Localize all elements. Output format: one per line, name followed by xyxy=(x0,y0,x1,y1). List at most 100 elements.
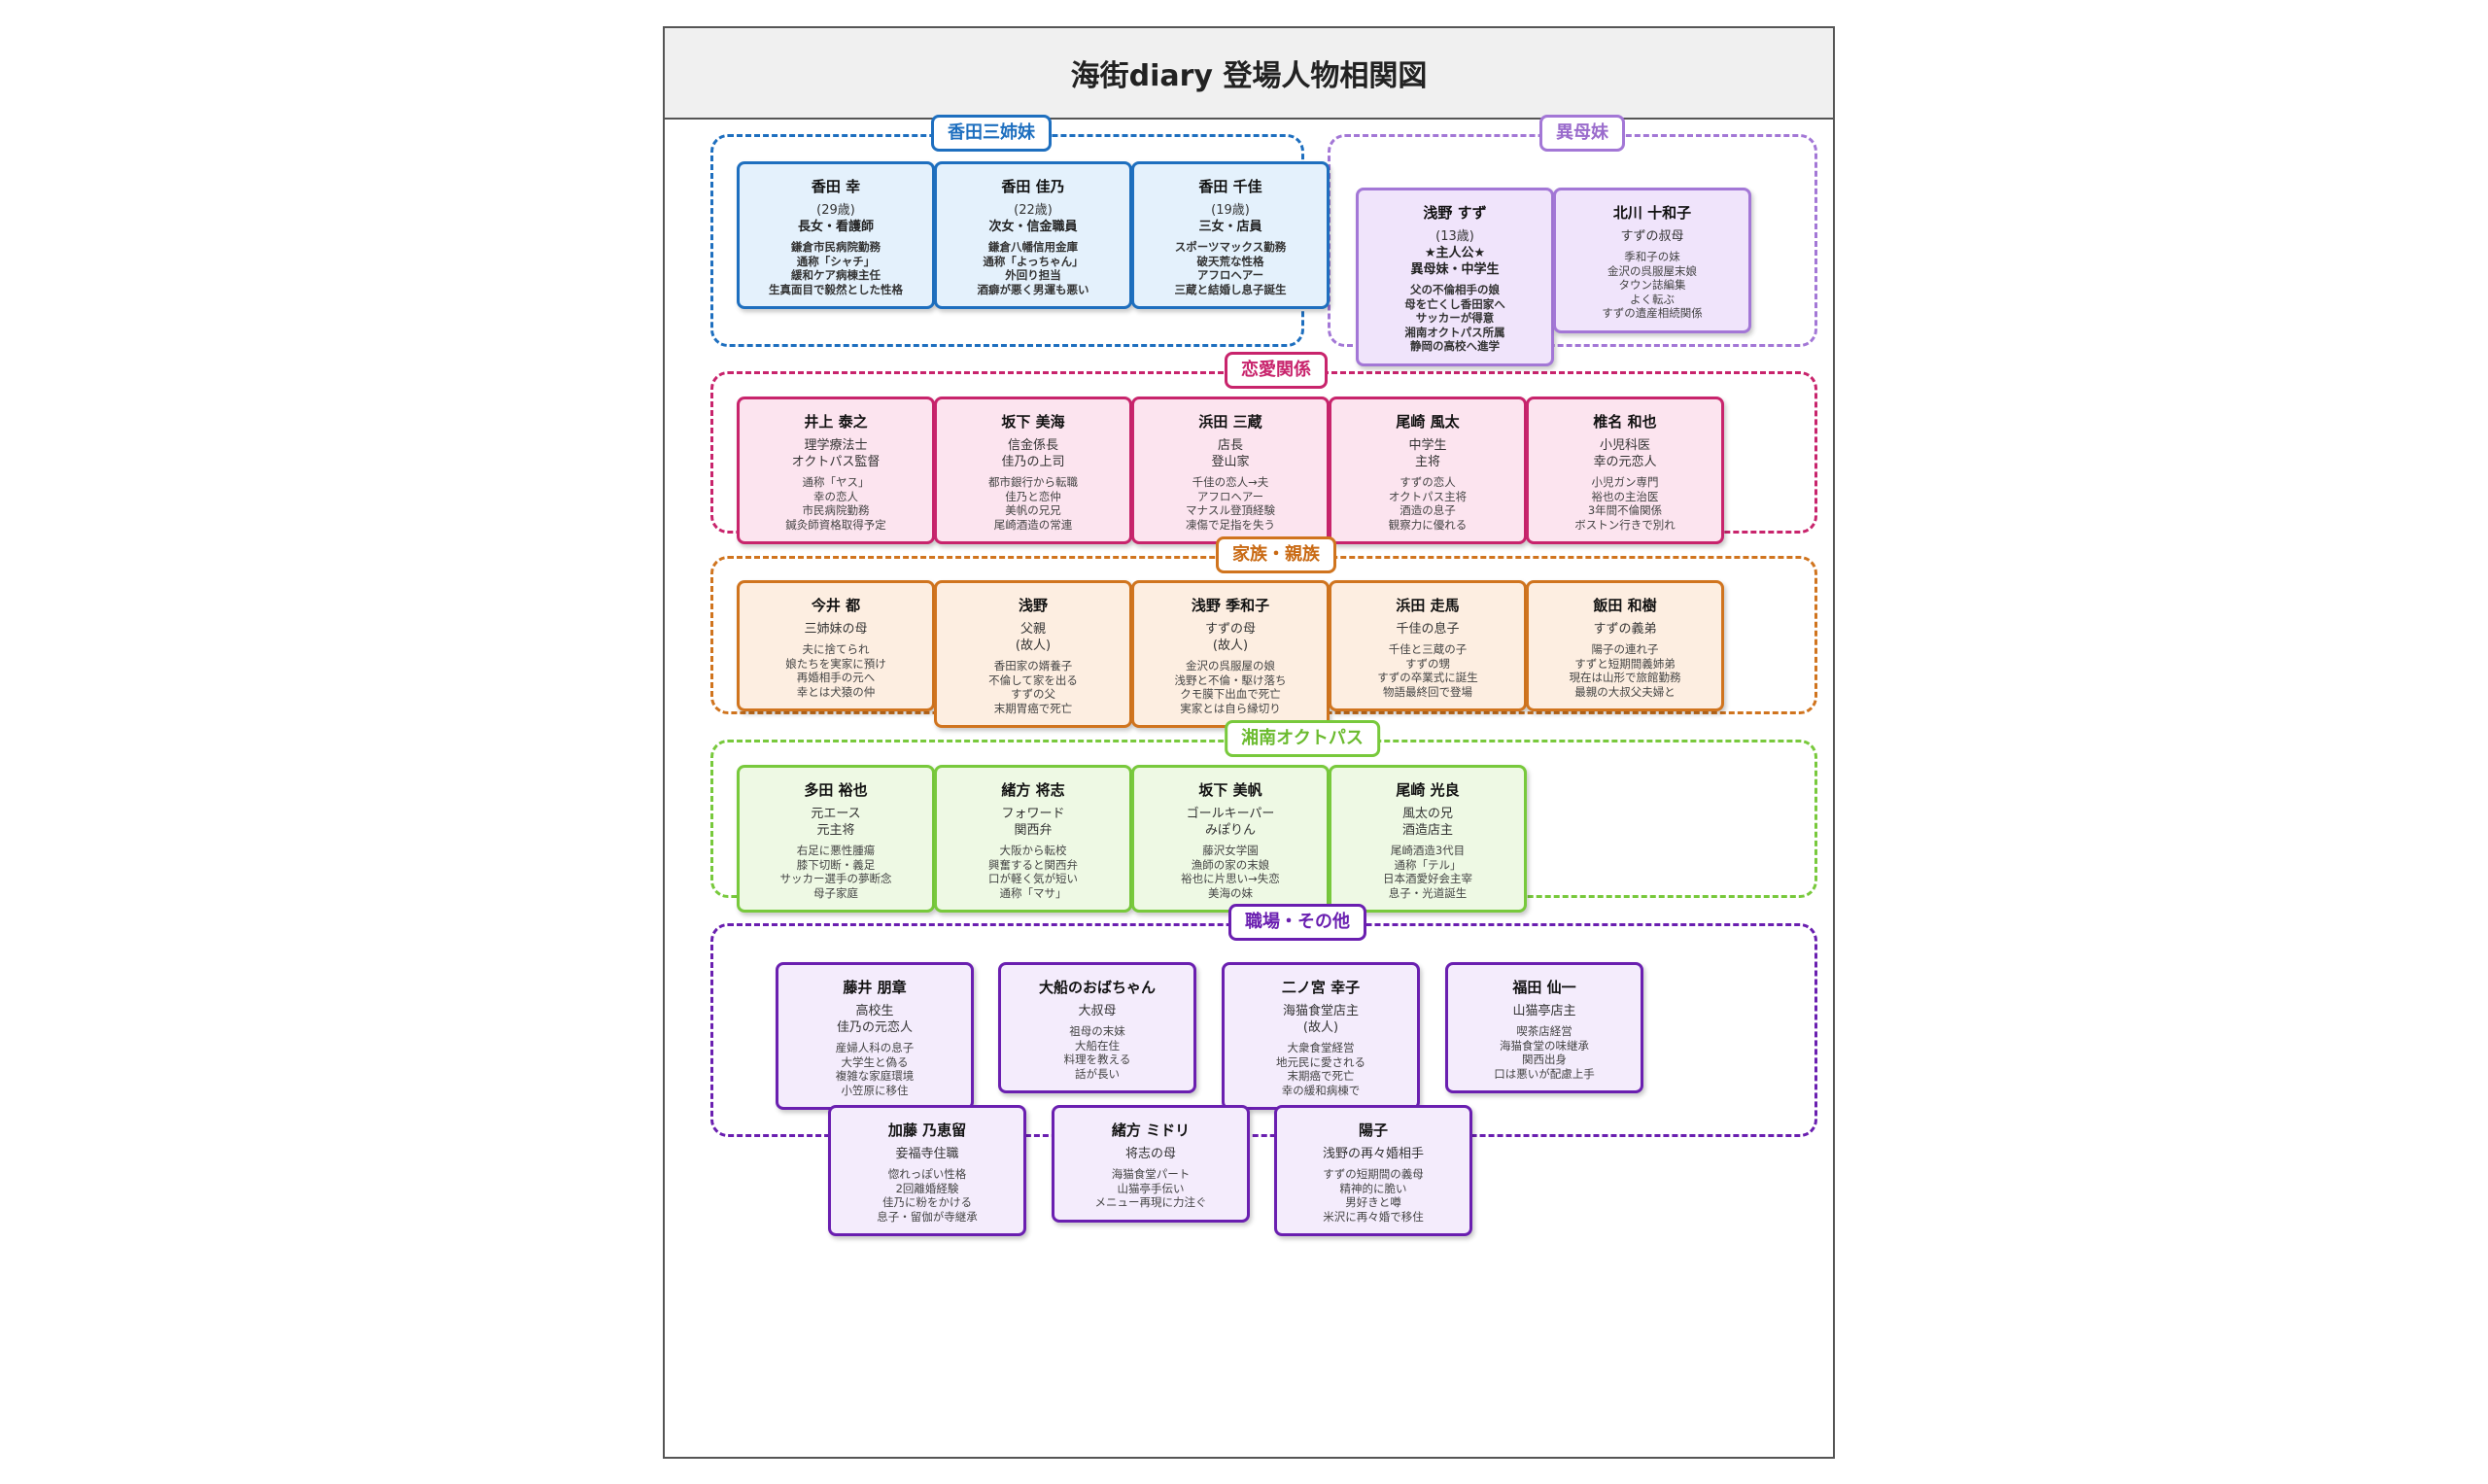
character-card[interactable]: 藤井 朋章高校生佳乃の元恋人産婦人科の息子大学生と偽る複雑な家庭環境小笠原に移住 xyxy=(776,962,974,1110)
detail-line: スポーツマックス勤務 xyxy=(1174,240,1287,254)
character-card[interactable]: 緒方 将志フォワード関西弁大阪から転校興奮すると関西弁口が軽く気が短い通称「マサ… xyxy=(934,765,1132,913)
detail-line: 父の不倫相手の娘 xyxy=(1410,283,1500,296)
character-name: 坂下 美海 xyxy=(1001,413,1065,431)
detail-line: 都市銀行から転職 xyxy=(988,475,1078,489)
detail-line: 物語最終回で登場 xyxy=(1383,684,1472,699)
character-card[interactable]: 浜田 走馬千佳の息子千佳と三蔵の子すずの甥すずの卒業式に誕生物語最終回で登場 xyxy=(1329,580,1527,711)
character-role: 店長 xyxy=(1217,438,1243,453)
character-name: 香田 佳乃 xyxy=(1001,178,1065,195)
detail-line: マナスル登頂経験 xyxy=(1186,503,1275,517)
character-card[interactable]: 陽子浅野の再々婚相手すずの短期間の義母精神的に脆い男好きと噂米沢に再々婚で移住 xyxy=(1274,1105,1472,1236)
detail-line: 三蔵と結婚し息子誕生 xyxy=(1174,282,1287,296)
character-card[interactable]: 井上 泰之理学療法士オクトパス監督通称「ヤス」幸の恋人市民病院勤務鍼灸師資格取得… xyxy=(737,397,935,544)
character-name: 陽子 xyxy=(1358,1122,1388,1139)
character-details: 金沢の呉服屋の娘浅野と不倫・駆け落ちクモ膜下出血で死亡実家とは自ら縁切り xyxy=(1140,659,1321,715)
detail-line: すずの遺産相続関係 xyxy=(1602,306,1703,320)
detail-line: 尾崎酒造の常連 xyxy=(993,517,1073,532)
detail-line: 藤沢女学園 xyxy=(1202,844,1259,857)
detail-line: 話が長い xyxy=(1075,1066,1120,1081)
character-role: 三女・店員 xyxy=(1198,220,1262,234)
character-card[interactable]: 香田 幸(29歳)長女・看護師鎌倉市民病院勤務通称「シャチ」緩和ケア病棟主任生真… xyxy=(737,161,935,309)
detail-line: 大学生と偽る xyxy=(841,1054,909,1069)
character-role-secondary: 佳乃の上司 xyxy=(1001,455,1065,469)
character-role-secondary: 関西弁 xyxy=(1014,823,1053,838)
character-card[interactable]: 飯田 和樹すずの義弟陽子の連れ子すずと短期間義姉弟現在は山形で旅館勤務最親の大叔… xyxy=(1526,580,1724,711)
character-name: 香田 幸 xyxy=(811,178,861,195)
detail-line: 現在は山形で旅館勤務 xyxy=(1569,671,1681,684)
character-name: 浅野 すず xyxy=(1423,204,1487,222)
character-details: すずの短期間の義母精神的に脆い男好きと噂米沢に再々婚で移住 xyxy=(1283,1167,1464,1224)
character-card[interactable]: 二ノ宮 幸子海猫食堂店主(故人)大衆食堂経営地元民に愛される末期癌で死亡幸の緩和… xyxy=(1222,962,1420,1110)
character-role: 山猫亭店主 xyxy=(1512,1004,1576,1018)
detail-line: 酒造の息子 xyxy=(1400,503,1456,517)
character-role: 中学生 xyxy=(1408,438,1447,453)
character-card[interactable]: 尾崎 風太中学生主将すずの恋人オクトパス主将酒造の息子観察力に優れる xyxy=(1329,397,1527,544)
character-card[interactable]: 今井 都三姉妹の母夫に捨てられ娘たちを実家に預け再婚相手の元へ幸とは犬猿の仲 xyxy=(737,580,935,711)
detail-line: すずの卒業式に誕生 xyxy=(1377,671,1478,684)
detail-line: 陽子の連れ子 xyxy=(1591,642,1659,656)
character-card[interactable]: 福田 仙一山猫亭店主喫茶店経営海猫食堂の味継承関西出身口は悪いが配慮上手 xyxy=(1445,962,1643,1093)
detail-line: 鎌倉八幡信用金庫 xyxy=(988,240,1078,254)
detail-line: 最親の大叔父夫婦と xyxy=(1574,684,1676,699)
detail-line: クモ膜下出血で死亡 xyxy=(1180,687,1281,701)
detail-line: 浅野と不倫・駆け落ち xyxy=(1174,673,1287,687)
detail-line: 精神的に脆い xyxy=(1339,1181,1407,1195)
character-role: 大叔母 xyxy=(1078,1004,1117,1018)
character-card[interactable]: 浅野 すず(13歳)★主人公★異母妹・中学生父の不倫相手の娘母を亡くし香田家へサ… xyxy=(1356,188,1554,366)
character-role-secondary: (故人) xyxy=(1302,1020,1339,1035)
detail-line: 尾崎酒造3代目 xyxy=(1390,844,1466,857)
detail-line: アフロヘアー xyxy=(1196,268,1264,282)
detail-line: 男好きと噂 xyxy=(1345,1195,1401,1209)
detail-line: 静岡の高校へ進学 xyxy=(1410,339,1500,353)
character-card[interactable]: 浅野 季和子すずの母(故人)金沢の呉服屋の娘浅野と不倫・駆け落ちクモ膜下出血で死… xyxy=(1131,580,1330,728)
detail-line: 料理を教える xyxy=(1063,1053,1131,1066)
character-role: ゴールキーパー xyxy=(1186,807,1275,821)
character-card[interactable]: 北川 十和子すずの叔母季和子の妹金沢の呉服屋末娘タウン誌編集よく転ぶすずの遺産相… xyxy=(1553,188,1751,333)
character-card[interactable]: 坂下 美帆ゴールキーパーみぽりん藤沢女学園漁師の家の末娘裕也に片思い→失恋美海の… xyxy=(1131,765,1330,913)
character-card[interactable]: 尾崎 光良風太の兄酒造店主尾崎酒造3代目通称「テル」日本酒愛好会主宰息子・光道誕… xyxy=(1329,765,1527,913)
character-details: 通称「ヤス」幸の恋人市民病院勤務鍼灸師資格取得予定 xyxy=(745,475,926,532)
character-role: すずの義弟 xyxy=(1593,622,1657,637)
character-name: 二ノ宮 幸子 xyxy=(1281,979,1361,996)
detail-line: すずの短期間の義母 xyxy=(1323,1167,1424,1181)
detail-line: 興奮すると関西弁 xyxy=(988,857,1078,872)
character-name: 浅野 xyxy=(1018,597,1048,614)
character-card[interactable]: 香田 千佳(19歳)三女・店員スポーツマックス勤務破天荒な性格アフロヘアー三蔵と… xyxy=(1131,161,1330,309)
detail-line: 鎌倉市民病院勤務 xyxy=(791,240,881,254)
character-name: 浜田 走馬 xyxy=(1396,597,1460,614)
detail-line: 酒癖が悪く男運も悪い xyxy=(977,282,1089,296)
character-role: 高校生 xyxy=(855,1004,894,1018)
title-bar: 海街diary 登場人物相関図 xyxy=(665,28,1833,120)
detail-line: 破天荒な性格 xyxy=(1196,254,1264,268)
character-card[interactable]: 香田 佳乃(22歳)次女・信金職員鎌倉八幡信用金庫通称「よっちゃん」外回り担当酒… xyxy=(934,161,1132,309)
detail-line: 息子・光道誕生 xyxy=(1388,885,1468,900)
character-details: 夫に捨てられ娘たちを実家に預け再婚相手の元へ幸とは犬猿の仲 xyxy=(745,642,926,699)
character-card[interactable]: 浅野父親(故人)香田家の婿養子不倫して家を出るすずの父末期胃癌で死亡 xyxy=(934,580,1132,728)
detail-line: 夫に捨てられ xyxy=(802,642,870,656)
character-name: 福田 仙一 xyxy=(1512,979,1576,996)
character-card[interactable]: 大船のおばちゃん大叔母祖母の末妹大船在住料理を教える話が長い xyxy=(998,962,1196,1093)
detail-line: 季和子の妹 xyxy=(1624,250,1680,263)
group-label-sisters: 香田三姉妹 xyxy=(931,115,1052,152)
character-name: 飯田 和樹 xyxy=(1593,597,1657,614)
character-role-secondary: 佳乃の元恋人 xyxy=(836,1020,913,1035)
character-card[interactable]: 緒方 ミドリ将志の母海猫食堂パート山猫亭手伝いメニュー再現に力注ぐ xyxy=(1052,1105,1250,1223)
character-card[interactable]: 浜田 三蔵店長登山家千佳の恋人→夫アフロヘアーマナスル登頂経験凍傷で足指を失う xyxy=(1131,397,1330,544)
character-role: すずの叔母 xyxy=(1620,229,1684,244)
character-card[interactable]: 坂下 美海信金係長佳乃の上司都市銀行から転職佳乃と恋仲美帆の兄兄尾崎酒造の常連 xyxy=(934,397,1132,544)
character-card[interactable]: 多田 裕也元エース元主将右足に悪性腫瘍膝下切断・義足サッカー選手の夢断念母子家庭 xyxy=(737,765,935,913)
character-name: 加藤 乃恵留 xyxy=(887,1122,967,1139)
character-details: 陽子の連れ子すずと短期間義姉弟現在は山形で旅館勤務最親の大叔父夫婦と xyxy=(1535,642,1715,699)
character-name: 尾崎 風太 xyxy=(1396,413,1460,431)
detail-line: 凍傷で足指を失う xyxy=(1186,517,1275,532)
detail-line: 息子・留伽が寺継承 xyxy=(877,1209,978,1224)
detail-line: 市民病院勤務 xyxy=(802,503,870,517)
character-details: 千佳と三蔵の子すずの甥すずの卒業式に誕生物語最終回で登場 xyxy=(1337,642,1518,699)
detail-line: 漁師の家の末娘 xyxy=(1191,857,1270,872)
detail-line: 末期癌で死亡 xyxy=(1287,1069,1355,1083)
detail-line: 母子家庭 xyxy=(813,885,858,900)
